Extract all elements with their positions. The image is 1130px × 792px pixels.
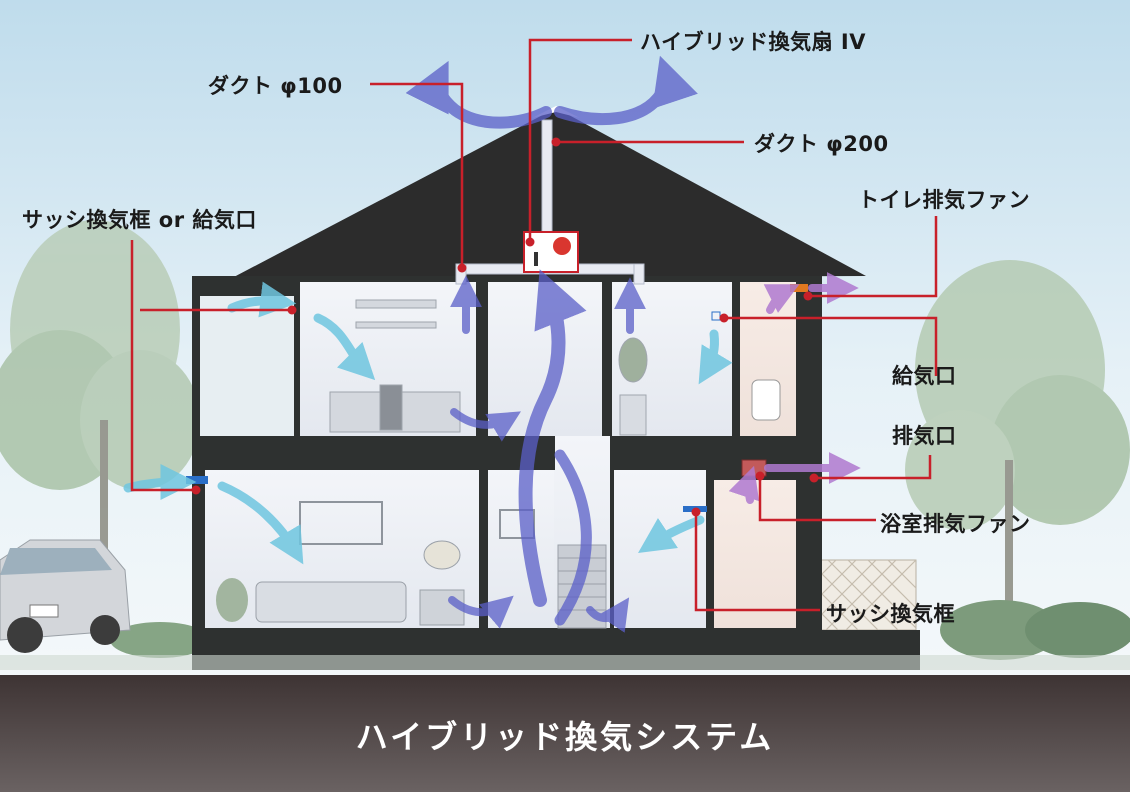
lattice-fence [807, 559, 917, 631]
label-hybrid-fan: ハイブリッド換気扇 IV [640, 30, 866, 54]
car [0, 539, 131, 653]
tree-right [905, 260, 1130, 650]
label-bath-fan: 浴室排気ファン [880, 512, 1031, 536]
living-furniture [216, 501, 465, 626]
toilet-fixture [751, 379, 781, 421]
sash-frame-upper [186, 476, 208, 484]
ground [0, 675, 1130, 792]
upper-balcony [200, 296, 294, 436]
study-furniture [329, 299, 461, 433]
hybrid-fan-unit [523, 231, 579, 273]
hall-picture [499, 509, 535, 539]
leader-lines [130, 38, 938, 612]
exhaust-airflow [405, 55, 698, 633]
label-duct-200: ダクト φ200 [754, 132, 889, 156]
lower-room [614, 470, 706, 628]
supply-airflow [123, 281, 733, 565]
leader-dots [191, 137, 819, 517]
bedroom-furniture [618, 337, 648, 436]
label-toilet-fan: トイレ排気ファン [858, 188, 1030, 212]
hedge [110, 600, 1130, 660]
floor-slab-left [205, 436, 555, 470]
duct-200 [541, 119, 553, 233]
label-sash-or-inlet: サッシ換気框 or 給気口 [22, 208, 257, 232]
label-exhaust-port: 排気口 [892, 424, 957, 448]
label-air-inlet: 給気口 [892, 364, 957, 388]
diagram-title: ハイブリッド換気システム [355, 718, 775, 756]
bathroom [714, 480, 796, 628]
toilet-fan-box [790, 284, 808, 292]
label-duct-100: ダクト φ100 [208, 74, 343, 98]
fan-exhaust-airflow [728, 272, 861, 504]
tree-left [0, 220, 200, 640]
label-sash-frame: サッシ換気框 [826, 602, 955, 626]
